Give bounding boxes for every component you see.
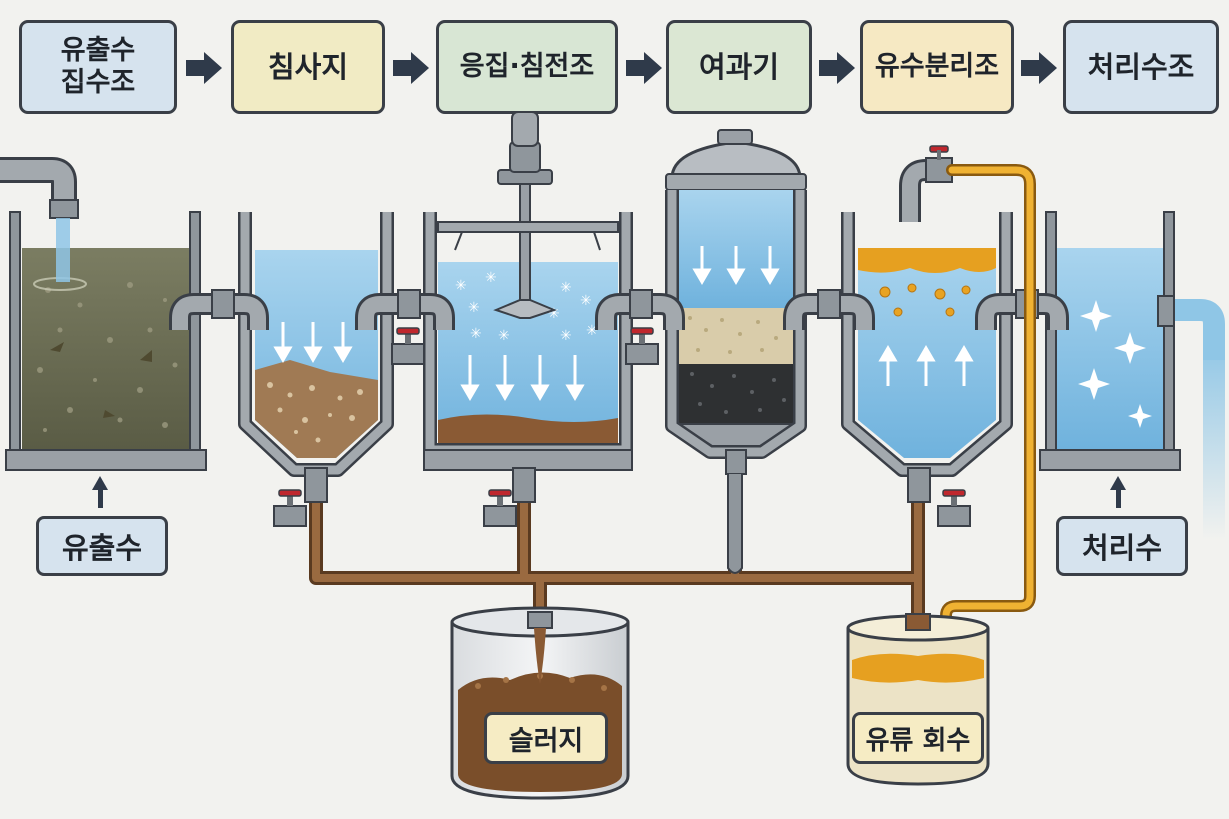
- valve-icon: [937, 489, 971, 527]
- svg-text:✳: ✳: [485, 270, 497, 286]
- valve-icon: [391, 327, 425, 365]
- filter-vessel: [665, 129, 807, 574]
- svg-text:✳: ✳: [586, 323, 598, 339]
- svg-text:✳: ✳: [560, 280, 572, 296]
- stage-filter: 여과기: [666, 20, 812, 114]
- valves: [273, 327, 971, 527]
- flow-arrow-5: [1021, 52, 1057, 84]
- valve-icon: [625, 327, 659, 365]
- treated-water-label: 처리수: [1056, 516, 1188, 576]
- flow-arrow-1: [186, 52, 222, 84]
- svg-text:✳: ✳: [560, 328, 572, 344]
- sludge-label: 슬러지: [484, 712, 608, 764]
- stage-treated-water-tank: 처리수조: [1063, 20, 1219, 114]
- svg-text:✳: ✳: [548, 306, 560, 322]
- valve-icon: [273, 489, 307, 527]
- svg-text:✳: ✳: [580, 293, 592, 309]
- coagulation-tank: ✳✳✳ ✳✳✳ ✳✳✳✳: [423, 111, 633, 503]
- svg-text:✳: ✳: [470, 326, 482, 342]
- treated-arrow-icon: [1110, 476, 1126, 508]
- oil-separator: [841, 145, 1013, 503]
- stage-grit-chamber: 침사지: [231, 20, 385, 114]
- stage-coagulation-sedimentation: 응집·침전조: [436, 20, 618, 114]
- treated-water-tank: [1039, 211, 1225, 540]
- svg-text:✳: ✳: [468, 300, 480, 316]
- transfer-pipes: [169, 289, 1069, 330]
- stage-oil-separator: 유수분리조: [860, 20, 1014, 114]
- collection-tank: [0, 157, 207, 471]
- oil-recovery-label: 유류 회수: [852, 712, 984, 764]
- valve-icon: [483, 489, 517, 527]
- svg-text:✳: ✳: [455, 278, 467, 294]
- grit-chamber: [238, 212, 394, 503]
- flow-arrow-3: [626, 52, 662, 84]
- flow-arrow-2: [393, 52, 429, 84]
- sludge-container: [450, 606, 630, 800]
- inflow-arrow-icon: [92, 476, 108, 508]
- svg-text:✳: ✳: [498, 328, 510, 344]
- stage-collection-tank: 유출수 집수조: [19, 20, 177, 114]
- flow-arrow-4: [819, 52, 855, 84]
- inflow-label: 유출수: [36, 516, 168, 576]
